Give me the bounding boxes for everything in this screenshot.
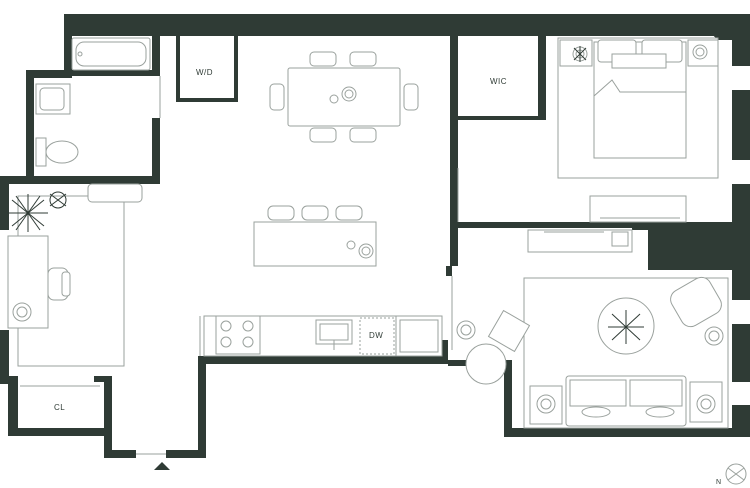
console [527, 229, 633, 253]
walk-in-closet: WIC [490, 77, 507, 86]
bench [87, 183, 143, 203]
toilet-bowl [45, 140, 79, 164]
kitchen-counter: DW [199, 315, 443, 357]
dining-set [269, 51, 419, 143]
compass: N [716, 463, 747, 486]
closet: CL [20, 385, 100, 412]
walls [0, 14, 750, 458]
dishwasher-label: DW [369, 331, 383, 340]
compass-north-label: N [716, 479, 722, 486]
laundry-closet: W/D [196, 68, 213, 77]
dishwasher [359, 317, 395, 355]
wic-label: WIC [490, 77, 507, 86]
tub-drain [77, 51, 83, 57]
bedroom [457, 37, 719, 253]
entry [136, 453, 170, 470]
office [7, 183, 143, 367]
island [253, 221, 377, 267]
toilet-tank [35, 137, 47, 167]
accent-chair [465, 343, 507, 385]
kitchen-island [253, 205, 377, 267]
bathroom [35, 37, 161, 167]
armchair [670, 276, 722, 328]
closet-label: CL [54, 403, 65, 412]
plant-icon [573, 46, 587, 62]
living-room [451, 276, 729, 429]
plant-icon [608, 310, 644, 344]
entry-arrow-icon [154, 462, 170, 470]
plant-icon [8, 191, 67, 232]
laundry-label: W/D [196, 68, 213, 77]
